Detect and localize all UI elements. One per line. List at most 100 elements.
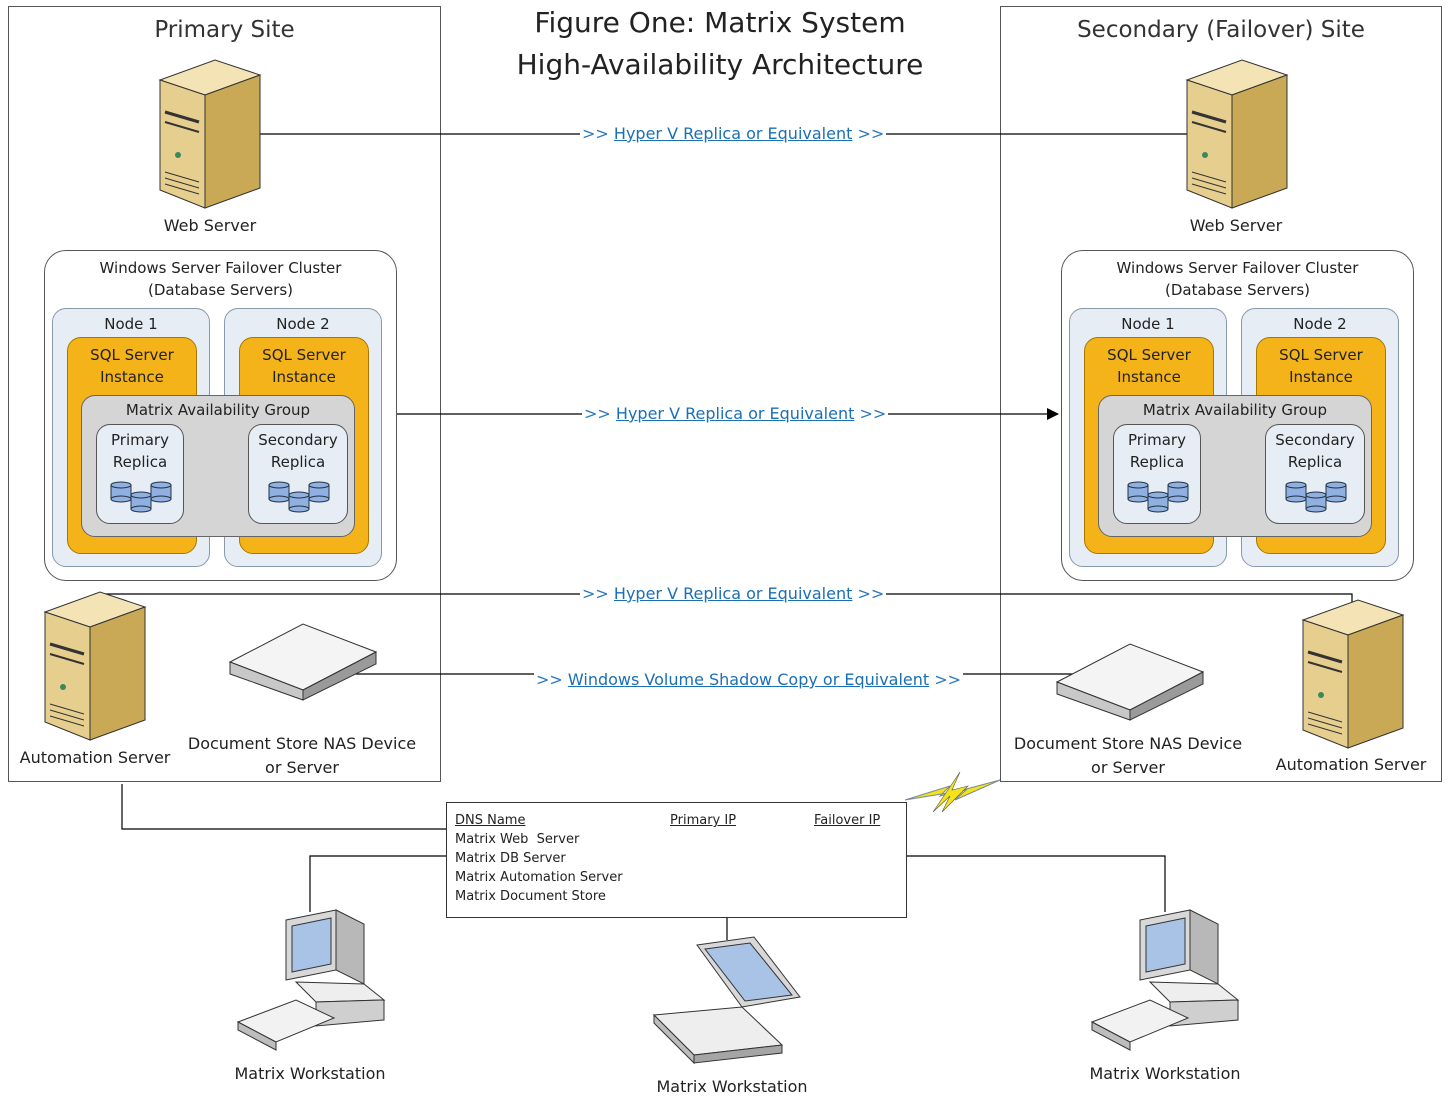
dns-row: Matrix Web Server <box>455 832 580 847</box>
primary-site-secondary-replica-line1: Secondary <box>258 431 338 449</box>
secondary-sql-2-title: SQL Server Instance <box>1257 344 1385 388</box>
figure-title-line1: Figure One: Matrix System <box>534 6 906 39</box>
nas-link-prefix: >> <box>536 670 568 689</box>
secondary-sql-1-title: SQL Server Instance <box>1085 344 1213 388</box>
dns-table: DNS Name Primary IP Failover IP Matrix W… <box>446 802 907 918</box>
secondary-nas-icon <box>1055 643 1205 721</box>
primary-site-secondary-replica-line2: Replica <box>270 453 326 471</box>
primary-sql-2-title: SQL Server Instance <box>240 344 368 388</box>
primary-ag-title: Matrix Availability Group <box>125 401 311 419</box>
database-icon <box>268 481 330 513</box>
primary-site-primary-replica-line2: Replica <box>112 453 168 471</box>
primary-sql-1-title: SQL Server Instance <box>68 344 196 388</box>
primary-cluster-line1: Windows Server Failover Cluster <box>99 259 342 277</box>
secondary-node-1-label: Node 1 <box>1121 315 1175 333</box>
primary-nas-line2: or Server <box>265 758 339 777</box>
database-icon <box>110 481 172 513</box>
db-link-text[interactable]: Hyper V Replica or Equivalent <box>615 404 855 423</box>
lightning-bolt <box>904 779 1001 801</box>
db-link-suffix: >> <box>854 404 887 423</box>
secondary-web-server-icon <box>1185 59 1289 209</box>
primary-sql-2-line2: Instance <box>272 368 336 386</box>
lightning-bolt-shape <box>932 771 969 813</box>
primary-automation-server-icon <box>43 591 147 741</box>
secondary-nas-line1: Document Store NAS Device <box>1013 734 1243 753</box>
dns-row: Matrix Automation Server <box>455 870 623 885</box>
secondary-site-secondary-replica-line1: Secondary <box>1275 431 1355 449</box>
nas-replication-label[interactable]: >> Windows Volume Shadow Copy or Equival… <box>534 670 964 689</box>
secondary-site-secondary-replica-line2: Replica <box>1287 453 1343 471</box>
primary-sql-2-line1: SQL Server <box>262 346 346 364</box>
left-workstation-icon <box>236 909 386 1051</box>
primary-cluster-line2: (Database Servers) <box>147 281 294 299</box>
secondary-node-2-label: Node 2 <box>1293 315 1347 333</box>
primary-site-secondary-replica: Secondary Replica <box>248 424 348 524</box>
secondary-cluster-title: Windows Server Failover Cluster (Databas… <box>1062 257 1413 301</box>
secondary-failover-cluster: Windows Server Failover Cluster (Databas… <box>1061 250 1414 581</box>
figure-title: Figure One: Matrix System High-Availabil… <box>470 2 970 86</box>
web-replication-label[interactable]: >> Hyper V Replica or Equivalent >> <box>580 124 887 143</box>
secondary-sql-1-line2: Instance <box>1117 368 1181 386</box>
center-workstation-icon <box>652 936 801 1065</box>
db-link-prefix: >> <box>584 404 616 423</box>
web-link-suffix: >> <box>852 124 885 143</box>
primary-cluster-title: Windows Server Failover Cluster (Databas… <box>45 257 396 301</box>
primary-site-primary-replica: Primary Replica <box>96 424 184 524</box>
left-workstation-label: Matrix Workstation <box>234 1064 386 1083</box>
secondary-site-secondary-replica: Secondary Replica <box>1265 424 1365 524</box>
db-replication-label[interactable]: >> Hyper V Replica or Equivalent >> <box>582 404 889 423</box>
database-icon <box>1127 481 1189 513</box>
primary-nas-icon <box>228 623 378 701</box>
secondary-nas-line2: or Server <box>1091 758 1165 777</box>
automation-link-prefix: >> <box>582 584 614 603</box>
automation-replication-label[interactable]: >> Hyper V Replica or Equivalent >> <box>580 584 887 603</box>
secondary-sql-2-line1: SQL Server <box>1279 346 1363 364</box>
nas-link-suffix: >> <box>929 670 962 689</box>
primary-site-primary-replica-title: Primary Replica <box>97 429 183 473</box>
primary-site-primary-replica-line1: Primary <box>111 431 169 449</box>
nas-link-text[interactable]: Windows Volume Shadow Copy or Equivalent <box>567 670 930 689</box>
secondary-cluster-line1: Windows Server Failover Cluster <box>1116 259 1359 277</box>
primary-node-1-label: Node 1 <box>104 315 158 333</box>
dns-row: Matrix Document Store <box>455 889 606 904</box>
primary-availability-group: Matrix Availability Group Primary Replic… <box>81 395 355 537</box>
dns-header-primary-ip: Primary IP <box>670 813 737 828</box>
secondary-site-title: Secondary (Failover) Site <box>1077 17 1365 43</box>
database-icon <box>1285 481 1347 513</box>
dns-header-name: DNS Name <box>455 813 526 828</box>
secondary-automation-server-label: Automation Server <box>1275 755 1427 774</box>
secondary-automation-server-icon <box>1301 599 1405 749</box>
primary-nas-line1: Document Store NAS Device <box>187 734 417 753</box>
dns-row: Matrix DB Server <box>455 851 566 866</box>
secondary-site-secondary-replica-title: Secondary Replica <box>1266 429 1364 473</box>
secondary-sql-1-line1: SQL Server <box>1107 346 1191 364</box>
primary-site-secondary-replica-title: Secondary Replica <box>249 429 347 473</box>
dns-header-failover-ip: Failover IP <box>814 813 881 828</box>
automation-link-text[interactable]: Hyper V Replica or Equivalent <box>613 584 853 603</box>
primary-failover-cluster: Windows Server Failover Cluster (Databas… <box>44 250 397 581</box>
primary-web-server-icon <box>158 59 262 209</box>
primary-nas-label: Document Store NAS Device or Server <box>182 732 422 780</box>
secondary-nas-label: Document Store NAS Device or Server <box>1008 732 1248 780</box>
secondary-sql-2-line2: Instance <box>1289 368 1353 386</box>
automation-to-dns-line <box>121 784 446 830</box>
primary-automation-server-label: Automation Server <box>19 748 171 767</box>
center-workstation-label: Matrix Workstation <box>656 1077 808 1096</box>
secondary-site-primary-replica-line1: Primary <box>1128 431 1186 449</box>
secondary-ag-title: Matrix Availability Group <box>1142 401 1328 419</box>
left-workstation-line <box>309 855 446 912</box>
right-workstation-label: Matrix Workstation <box>1089 1064 1241 1083</box>
secondary-site-primary-replica: Primary Replica <box>1113 424 1201 524</box>
primary-sql-1-line1: SQL Server <box>90 346 174 364</box>
primary-site-title: Primary Site <box>154 17 295 43</box>
secondary-availability-group: Matrix Availability Group Primary Replic… <box>1098 395 1372 537</box>
secondary-site-primary-replica-line2: Replica <box>1129 453 1185 471</box>
web-link-text[interactable]: Hyper V Replica or Equivalent <box>613 124 853 143</box>
secondary-web-server-label: Web Server <box>1189 216 1283 235</box>
primary-web-server-label: Web Server <box>163 216 257 235</box>
right-workstation-line <box>907 855 1166 912</box>
secondary-site-primary-replica-title: Primary Replica <box>1114 429 1200 473</box>
primary-node-2-label: Node 2 <box>276 315 330 333</box>
automation-link-suffix: >> <box>852 584 885 603</box>
web-link-prefix: >> <box>582 124 614 143</box>
